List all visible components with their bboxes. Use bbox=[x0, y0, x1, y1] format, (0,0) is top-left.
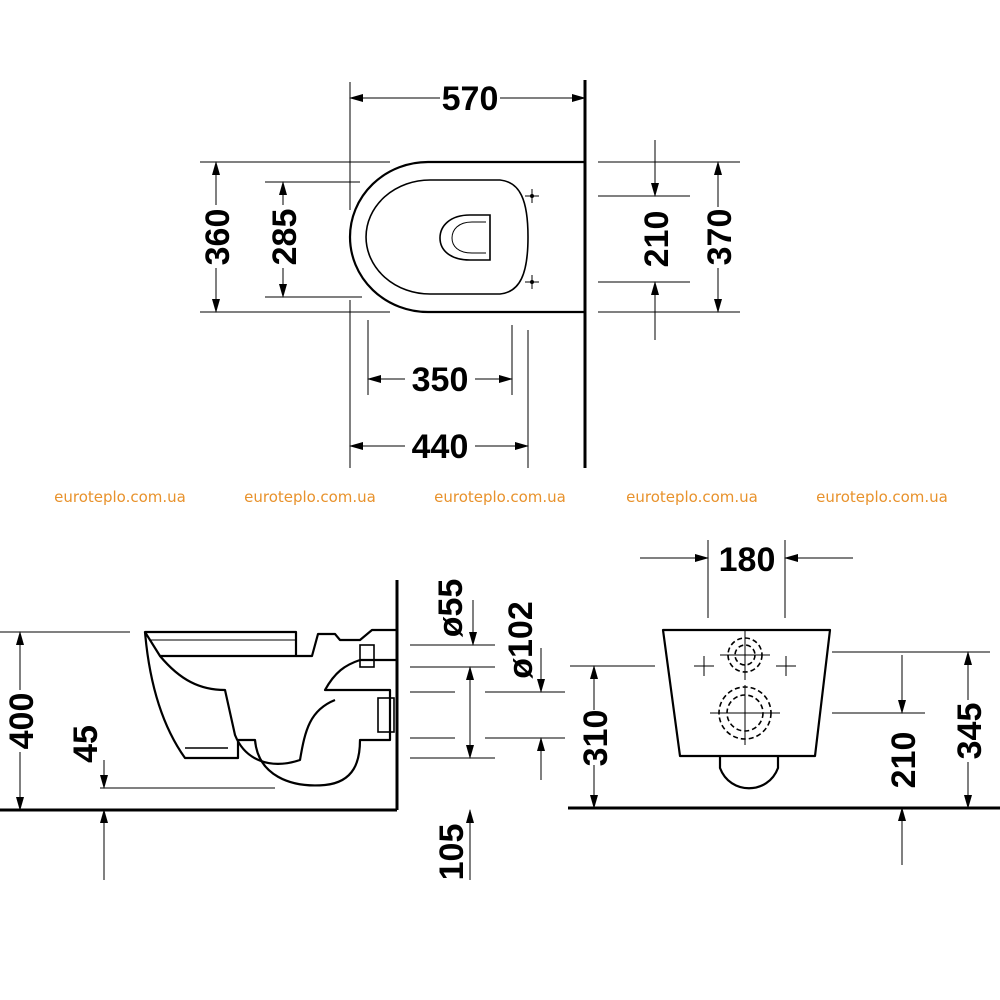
rear-view: 180 310 210 345 bbox=[568, 540, 1000, 865]
dim-440: 440 bbox=[412, 428, 469, 466]
outlet-stub bbox=[377, 697, 395, 733]
watermark: euroteplo.com.ua bbox=[434, 488, 566, 506]
dim-400: 400 bbox=[3, 693, 41, 750]
dim-360: 360 bbox=[199, 209, 237, 266]
top-view: 570 360 285 210 370 350 440 bbox=[199, 80, 740, 468]
watermark-row: euroteplo.com.ua euroteplo.com.ua eurote… bbox=[54, 488, 948, 506]
dim-210-rear: 210 bbox=[885, 732, 923, 789]
dim-570: 570 bbox=[442, 80, 499, 118]
dim-210-top: 210 bbox=[638, 211, 676, 268]
bowl-body-rear bbox=[661, 628, 832, 758]
dim-105: 105 bbox=[433, 824, 471, 881]
bowl-body-side bbox=[143, 628, 399, 787]
mount-point-icon bbox=[776, 656, 796, 676]
dim-285: 285 bbox=[266, 209, 304, 266]
dim-370: 370 bbox=[701, 209, 739, 266]
mount-point-icon bbox=[694, 656, 714, 676]
inlet-stub bbox=[359, 644, 375, 668]
seat-outline-top bbox=[365, 179, 529, 295]
dim-45: 45 bbox=[67, 725, 105, 763]
watermark: euroteplo.com.ua bbox=[626, 488, 758, 506]
dim-180: 180 bbox=[719, 541, 776, 579]
drain-opening-top bbox=[439, 214, 491, 261]
drain-opening-inner bbox=[451, 221, 486, 254]
seat-side bbox=[143, 630, 298, 658]
bowl-base-rear bbox=[718, 756, 780, 790]
dim-350: 350 bbox=[412, 361, 469, 399]
dim-d102: ø102 bbox=[502, 601, 540, 679]
mount-point-icon bbox=[525, 275, 539, 289]
watermark: euroteplo.com.ua bbox=[816, 488, 948, 506]
watermark: euroteplo.com.ua bbox=[244, 488, 376, 506]
bowl-outline-top bbox=[348, 160, 585, 314]
watermark: euroteplo.com.ua bbox=[54, 488, 186, 506]
side-view: 400 45 ø55 ø102 105 bbox=[0, 579, 565, 881]
dim-345: 345 bbox=[951, 703, 989, 760]
bowl-inner-side bbox=[159, 655, 336, 765]
dim-d55: ø55 bbox=[432, 579, 470, 638]
dim-310: 310 bbox=[577, 710, 615, 767]
mount-point-icon bbox=[525, 189, 539, 203]
